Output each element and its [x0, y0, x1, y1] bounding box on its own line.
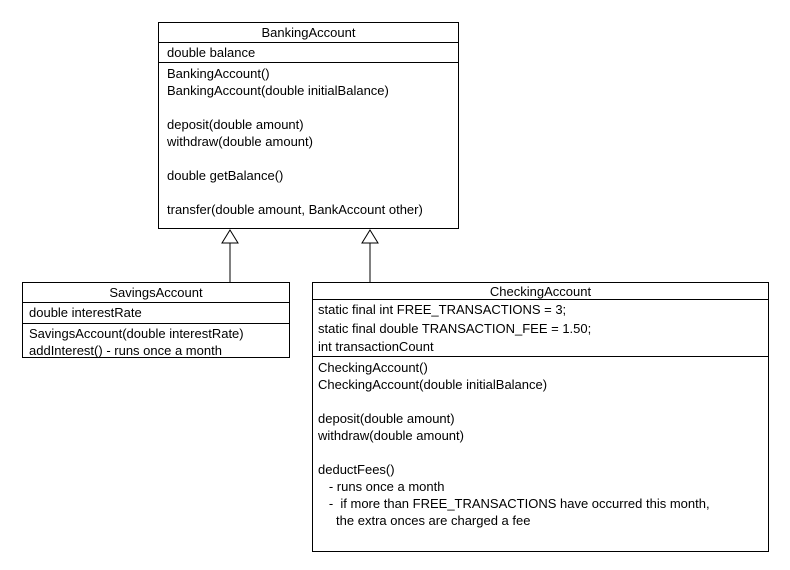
text-line: addInterest() - runs once a month	[29, 343, 222, 357]
class-methods-savingsaccount: SavingsAccount(double interestRate) addIn…	[23, 324, 289, 357]
inheritance-arrow-checking-to-banking	[361, 229, 379, 282]
class-title-checkingaccount: CheckingAccount	[313, 283, 768, 300]
class-box-checkingaccount: CheckingAccount static final int FREE_TR…	[312, 282, 769, 552]
text-line	[167, 99, 458, 116]
class-attributes-savingsaccount: double interestRate	[23, 303, 289, 324]
text-line: int transactionCount	[318, 339, 434, 354]
text-line: deposit(double amount)	[167, 117, 304, 132]
text-line: BankingAccount(double initialBalance)	[167, 83, 389, 98]
text-line: transfer(double amount, BankAccount othe…	[167, 202, 423, 217]
text-line: withdraw(double amount)	[318, 428, 464, 443]
text-line: CheckingAccount(double initialBalance)	[318, 377, 548, 392]
text-line: - if more than FREE_TRANSACTIONS have oc…	[318, 496, 710, 511]
text-line	[318, 393, 768, 410]
class-title-bankingaccount: BankingAccount	[159, 23, 458, 43]
text-line: double interestRate	[29, 305, 142, 320]
text-line	[167, 150, 458, 167]
text-line: - runs once a month	[318, 479, 445, 494]
text-line: static final int FREE_TRANSACTIONS = 3;	[318, 302, 567, 317]
text-line: SavingsAccount(double interestRate)	[29, 326, 244, 341]
class-methods-bankingaccount: BankingAccount() BankingAccount(double in…	[159, 63, 458, 228]
inheritance-triangle-icon	[221, 229, 239, 244]
class-box-bankingaccount: BankingAccount double balance BankingAcc…	[158, 22, 459, 229]
text-line: deductFees()	[318, 462, 395, 477]
text-line	[167, 184, 458, 201]
text-line: deposit(double amount)	[318, 411, 455, 426]
text-line: withdraw(double amount)	[167, 134, 313, 149]
class-attributes-checkingaccount: static final int FREE_TRANSACTIONS = 3; s…	[313, 300, 768, 357]
text-line: double getBalance()	[167, 168, 284, 183]
inheritance-triangle-icon	[361, 229, 379, 244]
text-line: CheckingAccount()	[318, 360, 428, 375]
class-box-savingsaccount: SavingsAccount double interestRate Savin…	[22, 282, 290, 358]
text-line: static final double TRANSACTION_FEE = 1.…	[318, 320, 592, 336]
class-attributes-bankingaccount: double balance	[159, 43, 458, 63]
inheritance-arrow-savings-to-banking	[221, 229, 239, 282]
text-line: the extra onces are charged a fee	[318, 513, 531, 528]
text-line: BankingAccount()	[167, 66, 270, 81]
text-line	[318, 444, 768, 461]
class-methods-checkingaccount: CheckingAccount() CheckingAccount(double …	[313, 357, 768, 551]
class-title-savingsaccount: SavingsAccount	[23, 283, 289, 303]
text-line: double balance	[167, 45, 256, 60]
